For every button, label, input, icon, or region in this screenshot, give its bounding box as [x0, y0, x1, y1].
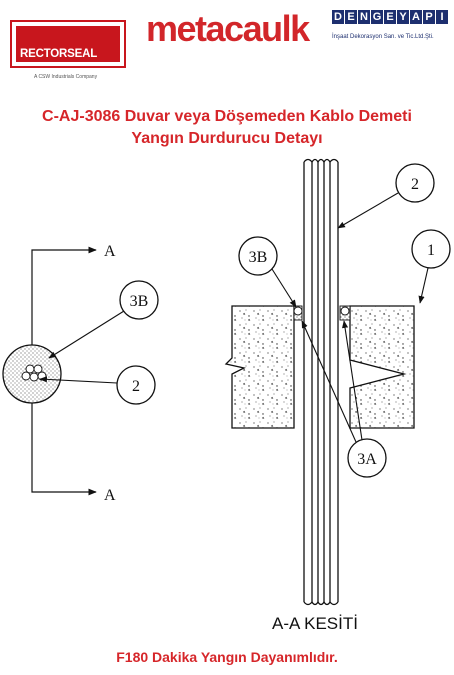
dengeyapi-logo-letter: A — [410, 10, 422, 24]
dengeyapi-tagline: İnşaat Dekorasyon San. ve Tic.Ltd.Şti. — [332, 34, 434, 40]
rectorseal-logo-mark — [16, 26, 120, 62]
concrete-slab-left — [224, 305, 295, 429]
dengeyapi-logo-letter: E — [384, 10, 396, 24]
section-title: A-A KESİTİ — [272, 614, 358, 633]
dengeyapi-logo-letter: P — [423, 10, 435, 24]
callout-3b-left-label: 3B — [130, 293, 149, 310]
dengeyapi-logo-letter: G — [371, 10, 383, 24]
dengeyapi-logo-letter: D — [332, 10, 344, 24]
callout-3b-right-label: 3B — [249, 249, 268, 266]
dengeyapi-logo-letter: I — [436, 10, 448, 24]
rectorseal-logo-text: RECTORSEAL — [20, 48, 98, 60]
dengeyapi-logo-letter: N — [358, 10, 370, 24]
page-title-line-2: Yangın Durdurucu Detayı — [131, 130, 323, 147]
callout-3a-right-label: 3A — [357, 451, 377, 468]
page-title-line-1: C-AJ-3086 Duvar veya Döşemeden Kablo Dem… — [42, 108, 412, 125]
callout-2-right-label: 2 — [411, 176, 419, 193]
callout-2-left: 2 — [39, 365, 156, 405]
dengeyapi-logo-letter: Y — [397, 10, 409, 24]
callout-3a-right: 3A — [301, 320, 387, 478]
section-marker-bottom-label: A — [104, 487, 116, 504]
section-marker-top: A — [31, 243, 116, 345]
cable-bundle-section — [303, 158, 339, 606]
callout-3b-left: 3B — [48, 280, 159, 359]
dengeyapi-logo-letter: E — [345, 10, 357, 24]
rectorseal-logo-frame: RECTORSEAL — [10, 20, 126, 68]
metacaulk-logo: metacaulk — [146, 8, 310, 49]
concrete-slab-right — [349, 305, 415, 429]
callout-1-right-label: 1 — [427, 242, 435, 259]
section-marker-bottom: A — [31, 403, 116, 504]
callout-3b-right: 3B — [238, 236, 297, 308]
fire-rating-note: F180 Dakika Yangın Dayanımlıdır. — [116, 649, 338, 665]
rectorseal-logo: RECTORSEAL A CSW Industrials Company — [10, 12, 128, 84]
rectorseal-tagline: A CSW Industrials Company — [34, 74, 98, 80]
callout-1-right: 1 — [411, 229, 451, 304]
callout-2-left-label: 2 — [132, 378, 140, 395]
section-marker-top-label: A — [104, 243, 116, 260]
opening-plan-view — [2, 344, 62, 404]
callout-2-right: 2 — [337, 163, 435, 229]
sealant-fill-section — [293, 305, 351, 321]
